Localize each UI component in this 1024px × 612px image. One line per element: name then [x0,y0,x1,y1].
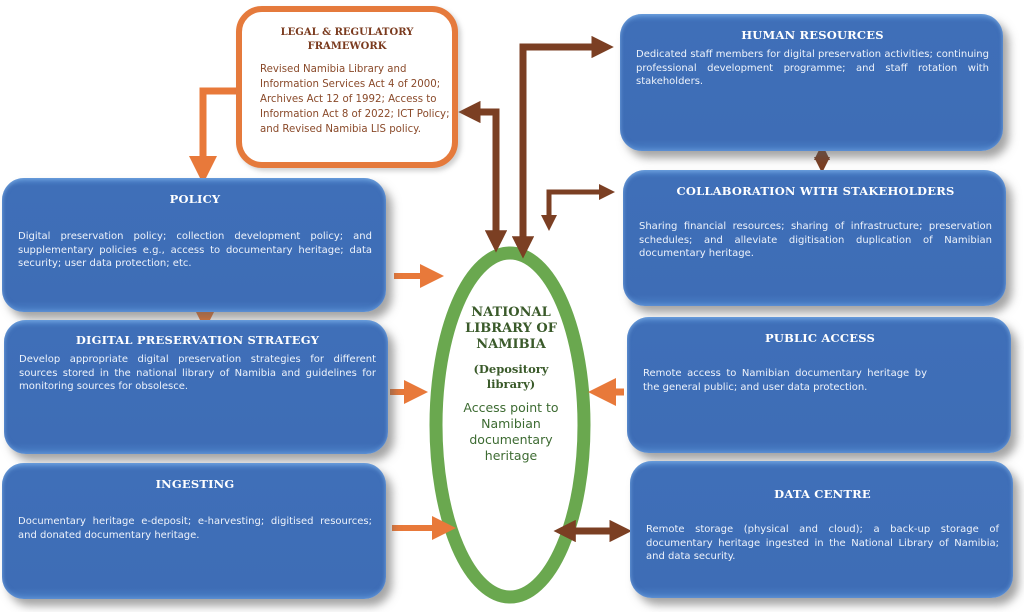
data-centre-box: DATA CENTRE Remote storage (physical and… [630,461,1013,598]
policy-body: Digital preservation policy; collection … [18,231,372,269]
public-access-title: PUBLIC ACCESS [765,331,875,345]
human-resources-box: HUMAN RESOURCES Dedicated staff members … [620,14,1003,151]
digital-preservation-strategy-box: DIGITAL PRESERVATION STRATEGY Develop ap… [4,320,388,454]
centre-title: NATIONAL LIBRARY OF NAMIBIA [465,305,557,352]
ingesting-title: INGESTING [155,477,235,491]
national-library-node: NATIONAL LIBRARY OF NAMIBIA (Depository … [448,305,574,464]
data-centre-title: DATA CENTRE [774,487,871,501]
national-library-ring [429,246,591,604]
public-access-body: Remote access to Namibian documentary he… [643,368,927,393]
collaboration-box: COLLABORATION WITH STAKEHOLDERS Sharing … [623,170,1006,306]
data-centre-body: Remote storage (physical and cloud); a b… [646,524,999,562]
centre-description: Access point to Namibian documentary her… [463,400,559,463]
legal-body: Revised Namibia Library and Information … [260,64,450,135]
policy-title: POLICY [169,192,221,206]
legal-regulatory-framework-box: LEGAL & REGULATORY FRAMEWORK Revised Nam… [236,6,458,168]
ingesting-box: INGESTING Documentary heritage e-deposit… [2,463,386,599]
strategy-title: DIGITAL PRESERVATION STRATEGY [75,333,320,347]
human-resources-title: HUMAN RESOURCES [741,28,884,42]
legal-title: LEGAL & REGULATORY FRAMEWORK [280,27,414,52]
collaboration-body: Sharing financial resources; sharing of … [639,221,992,259]
arrow-centre-legal [458,100,508,253]
human-resources-body: Dedicated staff members for digital pres… [636,49,989,87]
public-access-box: PUBLIC ACCESS Remote access to Namibian … [627,317,1011,453]
collaboration-title: COLLABORATION WITH STAKEHOLDERS [676,184,955,198]
centre-subtitle: (Depository library) [473,362,549,391]
arrow-centre-collaboration [541,183,616,232]
policy-box: POLICY Digital preservation policy; coll… [2,178,386,312]
arrow-legal-to-policy [189,87,236,184]
ingesting-body: Documentary heritage e-deposit; e-harves… [18,516,372,541]
arrow-centre-human-resources [511,35,614,259]
strategy-body: Develop appropriate digital preservation… [19,354,376,392]
